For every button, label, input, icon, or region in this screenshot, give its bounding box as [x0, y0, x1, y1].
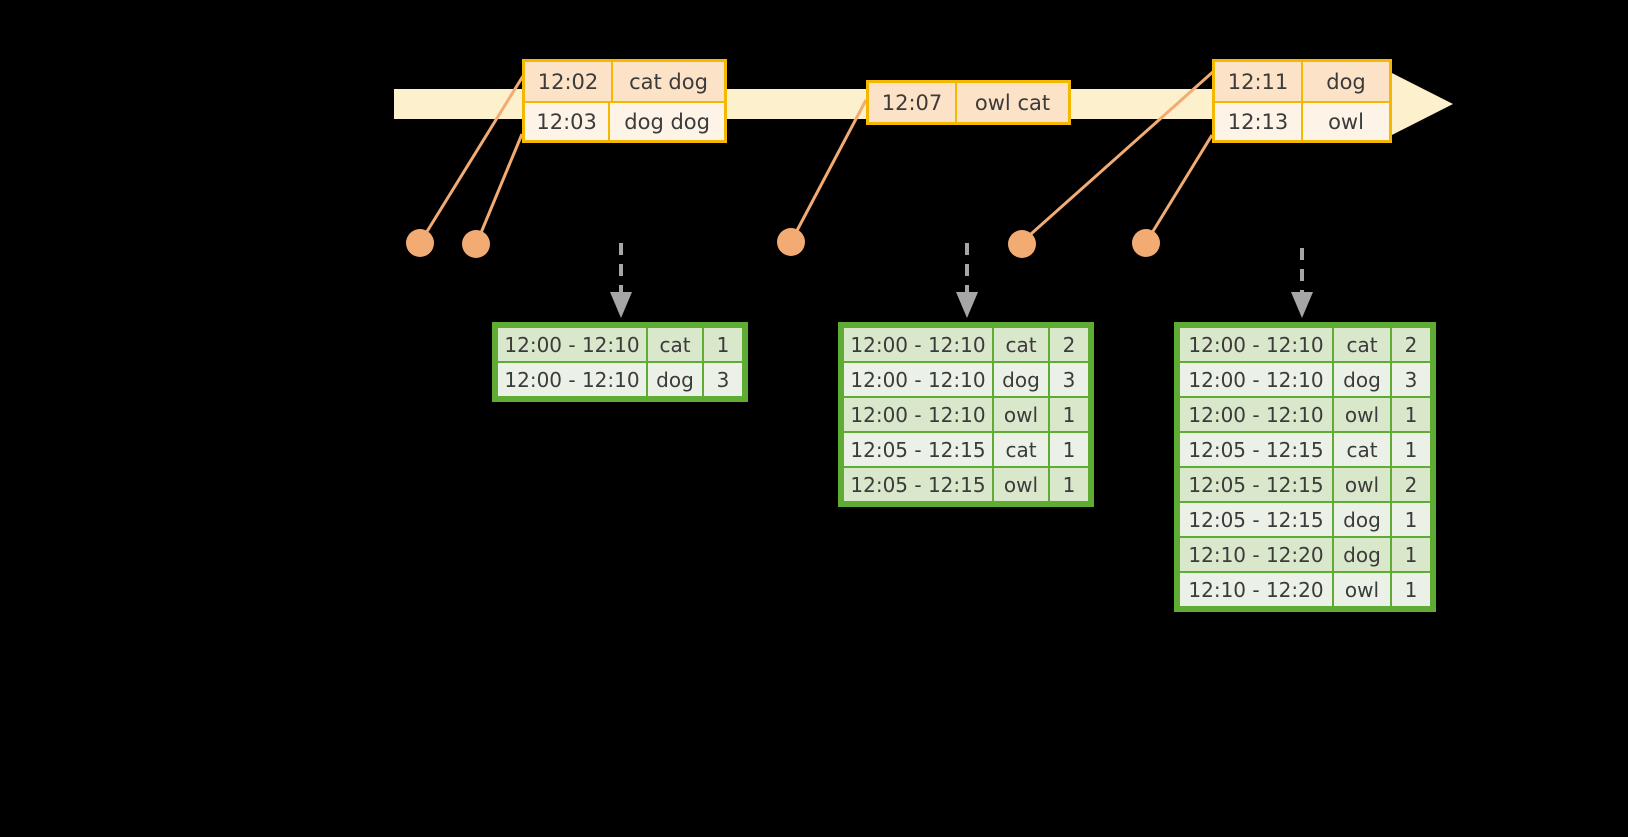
cell-window: 12:00 - 12:10	[844, 363, 992, 396]
event-row[interactable]: 12:11 dog	[1215, 62, 1389, 101]
event-row[interactable]: 12:13 owl	[1215, 101, 1389, 140]
event-time: 12:13	[1215, 103, 1303, 140]
table-row[interactable]: 12:05 - 12:15 owl 2	[1180, 468, 1430, 501]
table-row[interactable]: 12:05 - 12:15 owl 1	[844, 468, 1088, 501]
table-row[interactable]: 12:00 - 12:10 dog 3	[498, 363, 742, 396]
event-group-1[interactable]: 12:02 cat dog 12:03 dog dog	[522, 59, 727, 143]
result-table-2[interactable]: 12:00 - 12:10 cat 2 12:00 - 12:10 dog 3 …	[838, 322, 1094, 507]
event-time: 12:07	[869, 83, 957, 122]
cell-window: 12:00 - 12:10	[498, 328, 646, 361]
table-row[interactable]: 12:00 - 12:10 owl 1	[844, 398, 1088, 431]
cell-count: 1	[1392, 503, 1430, 536]
cell-count: 1	[1050, 398, 1088, 431]
cell-count: 2	[1392, 328, 1430, 361]
cell-count: 2	[1050, 328, 1088, 361]
event-row[interactable]: 12:03 dog dog	[525, 101, 724, 140]
cell-count: 1	[1392, 433, 1430, 466]
connector-line-2	[476, 133, 524, 241]
cell-window: 12:05 - 12:15	[1180, 503, 1332, 536]
cell-word: cat	[648, 328, 702, 361]
emit-arrow-head-3	[1291, 292, 1313, 318]
connector-dot-3	[777, 228, 805, 256]
cell-word: cat	[994, 328, 1048, 361]
table-row[interactable]: 12:10 - 12:20 dog 1	[1180, 538, 1430, 571]
cell-count: 1	[1050, 468, 1088, 501]
cell-window: 12:05 - 12:15	[1180, 468, 1332, 501]
connector-dot-1	[406, 229, 434, 257]
cell-word: owl	[1334, 573, 1390, 606]
table-row[interactable]: 12:05 - 12:15 dog 1	[1180, 503, 1430, 536]
cell-count: 3	[704, 363, 742, 396]
event-words: dog dog	[610, 103, 724, 140]
cell-word: dog	[1334, 503, 1390, 536]
table-row[interactable]: 12:10 - 12:20 owl 1	[1180, 573, 1430, 606]
emit-arrow-head-2	[956, 292, 978, 318]
cell-word: owl	[994, 468, 1048, 501]
cell-window: 12:10 - 12:20	[1180, 573, 1332, 606]
cell-count: 2	[1392, 468, 1430, 501]
cell-count: 1	[1392, 573, 1430, 606]
event-words: cat dog	[613, 62, 724, 101]
cell-count: 3	[1050, 363, 1088, 396]
event-words: dog	[1303, 62, 1389, 101]
cell-window: 12:00 - 12:10	[498, 363, 646, 396]
event-row[interactable]: 12:07 owl cat	[869, 83, 1068, 122]
timeline-arrowhead-icon	[1388, 71, 1453, 137]
cell-word: cat	[1334, 328, 1390, 361]
event-row[interactable]: 12:02 cat dog	[525, 62, 724, 101]
cell-word: cat	[1334, 433, 1390, 466]
table-row[interactable]: 12:00 - 12:10 dog 3	[1180, 363, 1430, 396]
cell-count: 1	[1050, 433, 1088, 466]
event-group-3[interactable]: 12:11 dog 12:13 owl	[1212, 59, 1392, 143]
cell-word: dog	[648, 363, 702, 396]
cell-word: dog	[1334, 363, 1390, 396]
cell-window: 12:05 - 12:15	[1180, 433, 1332, 466]
cell-window: 12:05 - 12:15	[844, 468, 992, 501]
cell-word: dog	[1334, 538, 1390, 571]
cell-window: 12:05 - 12:15	[844, 433, 992, 466]
connector-line-3	[790, 99, 868, 241]
event-time: 12:03	[525, 103, 611, 140]
connector-dot-4	[1008, 230, 1036, 258]
table-row[interactable]: 12:05 - 12:15 cat 1	[844, 433, 1088, 466]
cell-word: dog	[994, 363, 1048, 396]
cell-window: 12:00 - 12:10	[844, 328, 992, 361]
result-table-1[interactable]: 12:00 - 12:10 cat 1 12:00 - 12:10 dog 3	[492, 322, 748, 402]
table-row[interactable]: 12:00 - 12:10 owl 1	[1180, 398, 1430, 431]
emit-arrow-head-1	[610, 292, 632, 318]
table-row[interactable]: 12:00 - 12:10 cat 1	[498, 328, 742, 361]
event-group-2[interactable]: 12:07 owl cat	[866, 80, 1071, 125]
cell-window: 12:00 - 12:10	[844, 398, 992, 431]
table-row[interactable]: 12:05 - 12:15 cat 1	[1180, 433, 1430, 466]
result-table-3[interactable]: 12:00 - 12:10 cat 2 12:00 - 12:10 dog 3 …	[1174, 322, 1436, 612]
connector-dot-2	[462, 230, 490, 258]
cell-count: 1	[1392, 538, 1430, 571]
connector-dot-5	[1132, 229, 1160, 257]
cell-window: 12:10 - 12:20	[1180, 538, 1332, 571]
cell-window: 12:00 - 12:10	[1180, 398, 1332, 431]
event-words: owl cat	[957, 83, 1068, 122]
cell-word: cat	[994, 433, 1048, 466]
cell-count: 1	[704, 328, 742, 361]
cell-word: owl	[994, 398, 1048, 431]
cell-count: 3	[1392, 363, 1430, 396]
cell-window: 12:00 - 12:10	[1180, 363, 1332, 396]
cell-window: 12:00 - 12:10	[1180, 328, 1332, 361]
connector-line-5	[1145, 134, 1214, 242]
cell-word: owl	[1334, 398, 1390, 431]
table-row[interactable]: 12:00 - 12:10 dog 3	[844, 363, 1088, 396]
cell-count: 1	[1392, 398, 1430, 431]
cell-word: owl	[1334, 468, 1390, 501]
event-words: owl	[1303, 103, 1389, 140]
table-row[interactable]: 12:00 - 12:10 cat 2	[844, 328, 1088, 361]
table-row[interactable]: 12:00 - 12:10 cat 2	[1180, 328, 1430, 361]
event-time: 12:02	[525, 62, 613, 101]
event-time: 12:11	[1215, 62, 1303, 101]
